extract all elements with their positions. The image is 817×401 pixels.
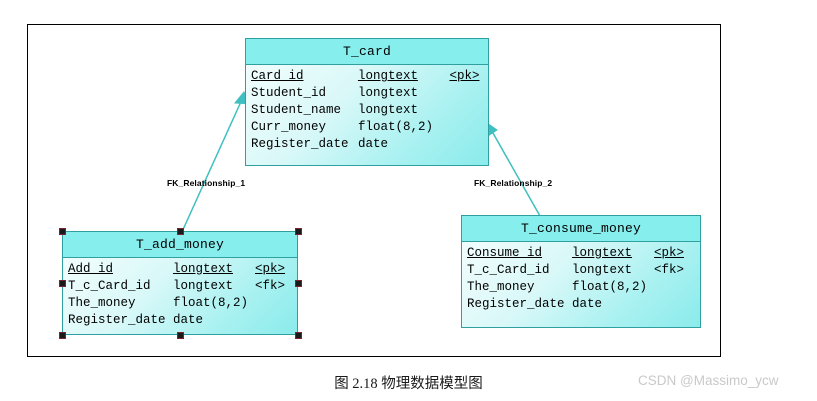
attribute-name: Register_date xyxy=(251,137,349,151)
attribute-type: longtext xyxy=(357,86,418,100)
attribute-type: date xyxy=(572,297,603,311)
attribute-name: Register_date xyxy=(68,313,166,327)
attribute-type: float(8,2) xyxy=(572,280,648,294)
relationship-label-fk-relationship-1: FK_Relationship_1 xyxy=(167,178,246,188)
attribute-type: longtext xyxy=(572,263,633,277)
attribute-name: Student_id xyxy=(251,86,327,100)
attribute-row: Student_id longtext xyxy=(246,85,488,102)
attribute-row: Curr_money float(8,2) xyxy=(246,119,488,136)
attribute-key xyxy=(654,279,694,296)
selection-handle-middle-left[interactable] xyxy=(59,280,66,287)
entity-t-card-attributes: Card_id longtext <pk> Student_id longtex… xyxy=(246,65,488,165)
attribute-name: Consume_id xyxy=(467,246,543,260)
attribute-key xyxy=(654,296,694,313)
attribute-name: The_money xyxy=(68,296,136,310)
attribute-key xyxy=(255,312,295,329)
attribute-row: Register_date date xyxy=(63,312,297,329)
attribute-type: float(8,2) xyxy=(173,296,249,310)
relationship-label-fk-relationship-2: FK_Relationship_2 xyxy=(474,178,553,188)
attribute-type: longtext xyxy=(572,246,633,260)
entity-t-add-money-attributes: Add_id longtext <pk> T_c_Card_id longtex… xyxy=(63,258,297,334)
selection-handle-top-right[interactable] xyxy=(295,228,302,235)
attribute-name: The_money xyxy=(467,280,535,294)
attribute-row: Add_id longtext <pk> xyxy=(63,261,297,278)
attribute-name: T_c_Card_id xyxy=(467,263,550,277)
attribute-name: Add_id xyxy=(68,262,114,276)
attribute-type: longtext xyxy=(357,103,418,117)
attribute-name: Student_name xyxy=(251,103,342,117)
entity-t-consume-money[interactable]: T_consume_money Consume_id longtext <pk>… xyxy=(461,215,701,328)
attribute-row: Student_name longtext xyxy=(246,102,488,119)
attribute-row: T_c_Card_id longtext <fk> xyxy=(63,278,297,295)
selection-handle-middle-right[interactable] xyxy=(295,280,302,287)
attribute-key xyxy=(449,119,488,136)
attribute-row: Register_date date xyxy=(462,296,700,313)
selection-handle-top-left[interactable] xyxy=(59,228,66,235)
attribute-row: The_money float(8,2) xyxy=(462,279,700,296)
attribute-key xyxy=(255,295,295,312)
attribute-type: float(8,2) xyxy=(357,120,433,134)
attribute-row: Card_id longtext <pk> xyxy=(246,68,488,85)
entity-t-consume-money-title: T_consume_money xyxy=(462,216,700,242)
attribute-key: <pk> xyxy=(449,69,480,83)
selection-handle-bottom-right[interactable] xyxy=(295,332,302,339)
entity-t-consume-money-attributes: Consume_id longtext <pk> T_c_Card_id lon… xyxy=(462,242,700,327)
attribute-row: Consume_id longtext <pk> xyxy=(462,245,700,262)
attribute-name: Card_id xyxy=(251,69,304,83)
attribute-name: Curr_money xyxy=(251,120,327,134)
attribute-key: <pk> xyxy=(654,246,685,260)
attribute-key: <pk> xyxy=(255,262,286,276)
attribute-key xyxy=(449,102,488,119)
attribute-row: T_c_Card_id longtext <fk> xyxy=(462,262,700,279)
attribute-key xyxy=(449,85,488,102)
attribute-row: Register_date date xyxy=(246,136,488,153)
entity-t-card-title: T_card xyxy=(246,39,488,65)
attribute-key: <fk> xyxy=(255,279,286,293)
entity-t-card[interactable]: T_card Card_id longtext <pk> Student_id … xyxy=(245,38,489,166)
attribute-type: longtext xyxy=(173,262,234,276)
attribute-name: T_c_Card_id xyxy=(68,279,151,293)
attribute-row: The_money float(8,2) xyxy=(63,295,297,312)
watermark: CSDN @Massimo_ycw xyxy=(638,373,779,388)
selection-handle-top-center[interactable] xyxy=(177,228,184,235)
attribute-key: <fk> xyxy=(654,263,685,277)
selection-handle-bottom-center[interactable] xyxy=(177,332,184,339)
entity-t-add-money[interactable]: T_add_money Add_id longtext <pk> T_c_Car… xyxy=(62,231,298,335)
attribute-type: longtext xyxy=(357,69,418,83)
attribute-name: Register_date xyxy=(467,297,565,311)
attribute-type: date xyxy=(357,137,388,151)
selection-handle-bottom-left[interactable] xyxy=(59,332,66,339)
attribute-key xyxy=(449,136,488,153)
attribute-type: date xyxy=(173,313,204,327)
attribute-type: longtext xyxy=(173,279,234,293)
entity-t-add-money-title: T_add_money xyxy=(63,232,297,258)
figure-caption: 图 2.18 物理数据模型图 xyxy=(334,376,483,392)
